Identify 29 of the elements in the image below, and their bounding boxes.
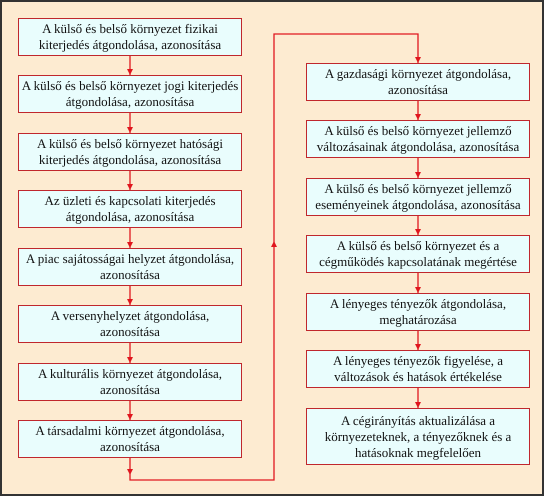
process-box (18, 248, 242, 286)
box-text: A külső és belső környezet hatósági kiterjedés átgondolása, azonosítása (36, 136, 224, 168)
box-text: A lényeges tényezők átgondolása, meghatározása (328, 296, 508, 328)
process-box (306, 120, 530, 158)
box-text: A versenyhelyzet átgondolása, azonosítása (50, 308, 210, 340)
process-box (306, 293, 530, 331)
box-text: A külső és belső környezet fizikai kiterjedés átgondolása, azonosítása (38, 21, 222, 53)
box-text: A piac sajátosságai helyzet átgondolása, azonosítása (24, 251, 236, 283)
process-box (18, 305, 242, 343)
process-box (18, 133, 242, 171)
process-box (18, 363, 242, 401)
process-box (306, 63, 530, 101)
process-box (18, 18, 242, 56)
box-text: A külső és belső környezet jellemző eseményeinek átgondolása, azonosítása (314, 181, 522, 213)
process-box (306, 178, 530, 216)
process-box (306, 408, 530, 465)
box-text: A kulturális környezet átgondolása, azonosítása (36, 366, 224, 398)
box-text: Az üzleti és kapcsolati kiterjedés átgondolása, azonosítása (43, 193, 217, 225)
box-text: A külső és belső környezet jogi kiterjedés átgondolása, azonosítása (21, 78, 239, 110)
process-box (306, 235, 530, 273)
box-text: A cégirányítás aktualizálása a környezeteknek, a tényezőknek és a hatásoknak megfelelően (324, 412, 512, 460)
box-text: A külső és belső környezet és a cégműködés kapcsolatának megértése (318, 238, 518, 270)
box-text: A lényeges tényezők figyelése, a változások és hatások értékelése (332, 353, 504, 385)
process-box (18, 190, 242, 228)
box-text: A társadalmi környezet átgondolása, azonosítása (34, 423, 226, 455)
box-text: A gazdasági környezet átgondolása, azonosítása (324, 66, 512, 98)
process-box (18, 420, 242, 458)
process-box (306, 350, 530, 388)
box-text: A külső és belső környezet jellemző változásainak átgondolása, azonosítása (316, 123, 520, 155)
